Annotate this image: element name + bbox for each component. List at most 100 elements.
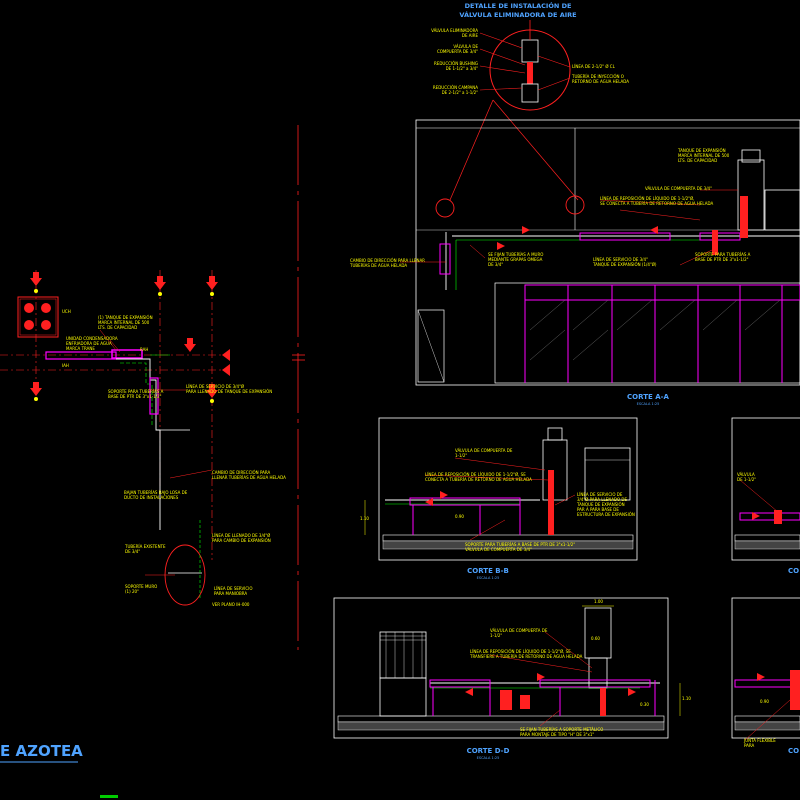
dd-chiller <box>379 631 427 679</box>
dd-tank <box>584 607 612 659</box>
svg-text:MEDIANTE GRAPAS OMEGA: MEDIANTE GRAPAS OMEGA <box>488 257 543 262</box>
section-bb: 1.10 0.90 VÁLVULA DE COMPUERTA DE 1-1/2"… <box>360 417 638 580</box>
svg-text:DE 3/4": DE 3/4" <box>488 262 503 267</box>
svg-text:BASE DE PTR DE 3"x1-1/2": BASE DE PTR DE 3"x1-1/2" <box>695 257 749 262</box>
valve-base <box>521 83 539 103</box>
svg-text:BASE DE PTR DE 3"x1-1/2": BASE DE PTR DE 3"x1-1/2" <box>108 394 162 399</box>
svg-text:VÁLVULA DE COMPUERTA DE 3/4": VÁLVULA DE COMPUERTA DE 3/4" <box>465 547 532 552</box>
svg-text:(1) TANQUE DE EXPANSIÓN: (1) TANQUE DE EXPANSIÓN <box>98 315 153 320</box>
svg-text:VÁLVULA DE COMPUERTA DE: VÁLVULA DE COMPUERTA DE <box>455 448 513 453</box>
svg-text:DE 1-1/2": DE 1-1/2" <box>737 477 756 482</box>
svg-text:IAH: IAH <box>62 363 69 368</box>
svg-text:ESCALA 1:25: ESCALA 1:25 <box>637 402 660 406</box>
svg-text:ESCALA 1:25: ESCALA 1:25 <box>477 576 500 580</box>
svg-text:LÍNEA DE REPOSICIÓN DE LÍQUIDO: LÍNEA DE REPOSICIÓN DE LÍQUIDO DE 1-1/2"… <box>425 472 526 477</box>
chiller-unit <box>17 296 59 338</box>
svg-text:CO: CO <box>788 567 799 575</box>
svg-text:RAH: RAH <box>140 347 148 352</box>
svg-text:LÍNEA DE LLENADO DE 3/4"Ø: LÍNEA DE LLENADO DE 3/4"Ø <box>212 533 270 538</box>
svg-text:VÁLVULA DE COMPUERTA DE: VÁLVULA DE COMPUERTA DE <box>490 628 548 633</box>
svg-text:REDUCCIÓN CAMPANA: REDUCCIÓN CAMPANA <box>433 85 478 90</box>
svg-text:UCH: UCH <box>62 309 71 314</box>
svg-text:ENFRIADORA DE AGUA: ENFRIADORA DE AGUA <box>66 341 112 346</box>
detail-air-valve: DETALLE DE INSTALACIÓN DE VÁLVULA ELIMIN… <box>431 1 629 201</box>
svg-text:LÍNEA DE SERVICIO DE 3/4"Ø: LÍNEA DE SERVICIO DE 3/4"Ø <box>186 384 244 389</box>
svg-text:ESCALA 1:25: ESCALA 1:25 <box>477 756 500 760</box>
svg-text:LÍNEA DE REPOSICIÓN DE LÍQUIDO: LÍNEA DE REPOSICIÓN DE LÍQUIDO DE 1-1/2"… <box>470 649 571 654</box>
svg-text:DE 3/4": DE 3/4" <box>125 549 140 554</box>
detail-title-line1: DETALLE DE INSTALACIÓN DE <box>465 1 572 10</box>
svg-text:CAMBIO DE DIRECCIÓN PARA: CAMBIO DE DIRECCIÓN PARA <box>212 470 270 475</box>
svg-text:DE 1-1/2" a 3/4": DE 1-1/2" a 3/4" <box>446 66 479 71</box>
svg-text:PARA MANIOBRA: PARA MANIOBRA <box>214 591 247 596</box>
svg-text:MARCA INTERNAL DE 500: MARCA INTERNAL DE 500 <box>678 153 730 158</box>
svg-text:TANQUE DE EXPANSIÓN: TANQUE DE EXPANSIÓN <box>576 502 625 507</box>
svg-text:CAMBIO DE DIRECCIÓN PARA LLENA: CAMBIO DE DIRECCIÓN PARA LLENAR <box>350 258 425 263</box>
svg-text:1.00: 1.00 <box>594 599 603 604</box>
section-bb-title: CORTE B-B <box>467 567 509 575</box>
section-bb-frame <box>378 417 638 561</box>
section-dd: 1.00 0.60 1.10 0.30 VÁLVULA DE COMPUERTA… <box>333 597 691 760</box>
svg-text:1.10: 1.10 <box>360 516 369 521</box>
plan-view: UCH IAH RAH <box>0 270 286 798</box>
section-aa-frame <box>415 119 800 386</box>
section-partial-br: 0.90 JUNTA FLEXIBLE PARA CO <box>731 597 800 755</box>
svg-text:TUBERÍAS DE AGUA HELADA: TUBERÍAS DE AGUA HELADA <box>349 263 407 268</box>
svg-text:VÁLVULA ELIMINADORA: VÁLVULA ELIMINADORA <box>431 28 478 33</box>
svg-text:MARCA INTERNAL DE 500: MARCA INTERNAL DE 500 <box>98 320 150 325</box>
svg-text:3/4"Ø PARA LLENADO DE: 3/4"Ø PARA LLENADO DE <box>577 497 628 502</box>
svg-text:0.90: 0.90 <box>455 514 464 519</box>
svg-text:LTS. DE CAPACIDAD: LTS. DE CAPACIDAD <box>678 158 717 163</box>
svg-text:PARA CAMBIO DE EXPANSIÓN: PARA CAMBIO DE EXPANSIÓN <box>212 538 271 543</box>
section-cc-partial: VÁLVULA DE 1-1/2" CO <box>731 417 800 575</box>
svg-text:LÍNEA DE SERVICIO DE 3/4": LÍNEA DE SERVICIO DE 3/4" <box>593 257 648 262</box>
section-dd-title: CORTE D-D <box>467 747 510 755</box>
svg-text:BAJAN TUBERÍAS BAJO LOSA DE: BAJAN TUBERÍAS BAJO LOSA DE <box>124 490 188 495</box>
svg-text:LTS. DE CAPACIDAD: LTS. DE CAPACIDAD <box>98 325 137 330</box>
svg-text:SOPORTE PARA TUBERÍAS A: SOPORTE PARA TUBERÍAS A <box>695 252 751 257</box>
svg-text:SE FIJAN TUBERÍAS A MURO: SE FIJAN TUBERÍAS A MURO <box>488 252 543 257</box>
svg-text:PARA MONTAJE DE TIPO "H" DE 3": PARA MONTAJE DE TIPO "H" DE 3"x1" <box>520 732 594 737</box>
svg-text:SE CONECTA A TUBERÍA DE RETORN: SE CONECTA A TUBERÍA DE RETORNO DE AGUA … <box>600 201 714 206</box>
svg-text:LLENAR TUBERÍAS DE AGUA HELADA: LLENAR TUBERÍAS DE AGUA HELADA <box>212 475 286 480</box>
svg-text:SOPORTE PARA TUBERÍAS A BASE D: SOPORTE PARA TUBERÍAS A BASE DE PTR DE 3… <box>465 542 575 547</box>
svg-text:REDUCCIÓN BUSHING: REDUCCIÓN BUSHING <box>434 61 478 66</box>
section-aa: CAMBIO DE DIRECCIÓN PARA LLENAR TUBERÍAS… <box>349 119 800 406</box>
svg-text:MARCA TRANE: MARCA TRANE <box>66 346 95 351</box>
svg-text:CO: CO <box>788 747 799 755</box>
svg-text:CONECTA A TUBERÍA DE RETORNO D: CONECTA A TUBERÍA DE RETORNO DE AGUA HEL… <box>425 477 532 482</box>
section-dd-frame <box>333 597 669 739</box>
svg-text:RETORNO DE AGUA HELADA: RETORNO DE AGUA HELADA <box>572 79 629 84</box>
svg-text:LÍNEA DE SERVICIO: LÍNEA DE SERVICIO <box>214 586 252 591</box>
svg-text:JUNTA FLEXIBLE: JUNTA FLEXIBLE <box>743 738 776 743</box>
svg-text:1.10: 1.10 <box>682 696 691 701</box>
svg-text:LÍNEA DE REPOSICIÓN DE LÍQUIDO: LÍNEA DE REPOSICIÓN DE LÍQUIDO DE 1-1/2"… <box>600 196 694 201</box>
svg-text:DUCTO DE INSTALACIONES: DUCTO DE INSTALACIONES <box>124 495 179 500</box>
svg-text:PAR A PARA BASE DE: PAR A PARA BASE DE <box>577 507 619 512</box>
svg-text:0.60: 0.60 <box>591 636 600 641</box>
svg-text:LÍNEA DE 2-1/2" Ø CL: LÍNEA DE 2-1/2" Ø CL <box>572 64 616 69</box>
svg-text:VÁLVULA DE COMPUERTA DE 3/4": VÁLVULA DE COMPUERTA DE 3/4" <box>645 186 712 191</box>
svg-text:VÁLVULA DE: VÁLVULA DE <box>453 44 478 49</box>
valve-stem <box>527 62 533 84</box>
svg-text:COMPUERTA DE 3/4": COMPUERTA DE 3/4" <box>437 49 478 54</box>
plan-title: E AZOTEA <box>0 742 83 760</box>
svg-text:PARA LLENADO DE TANQUE DE EXPA: PARA LLENADO DE TANQUE DE EXPANSIÓN <box>186 389 272 394</box>
detail-title-line2: VÁLVULA ELIMINADORA DE AIRE <box>459 10 576 19</box>
svg-text:SOPORTE MURO: SOPORTE MURO <box>125 584 157 589</box>
valve-body <box>521 39 539 63</box>
svg-text:TUBERÍA EXISTENTE: TUBERÍA EXISTENTE <box>124 544 166 549</box>
section-aa-title: CORTE A-A <box>627 393 669 401</box>
svg-text:TUBERÍA DE INYECCIÓN O: TUBERÍA DE INYECCIÓN O <box>571 74 624 79</box>
svg-text:VÁLVULA: VÁLVULA <box>737 472 755 477</box>
svg-text:TANQUE DE EXPANSIÓN (1/4"Ø): TANQUE DE EXPANSIÓN (1/4"Ø) <box>592 262 657 267</box>
svg-text:VER PLANO IH-000: VER PLANO IH-000 <box>212 602 250 607</box>
svg-text:SE FIJAN TUBERÍAS A SOPORTE ME: SE FIJAN TUBERÍAS A SOPORTE METÁLICO <box>520 727 603 732</box>
svg-text:TRANSFIERE A TUBERÍA DE RETORN: TRANSFIERE A TUBERÍA DE RETORNO DE AGUA … <box>469 654 583 659</box>
svg-text:PARA: PARA <box>744 743 755 748</box>
svg-text:LÍNEA DE SERVICIO DE: LÍNEA DE SERVICIO DE <box>577 492 623 497</box>
svg-text:(1) 20": (1) 20" <box>125 589 139 594</box>
svg-text:TANQUE DE EXPANSIÓN: TANQUE DE EXPANSIÓN <box>677 148 726 153</box>
svg-text:UNIDAD CONDENSADORA: UNIDAD CONDENSADORA <box>66 336 118 341</box>
